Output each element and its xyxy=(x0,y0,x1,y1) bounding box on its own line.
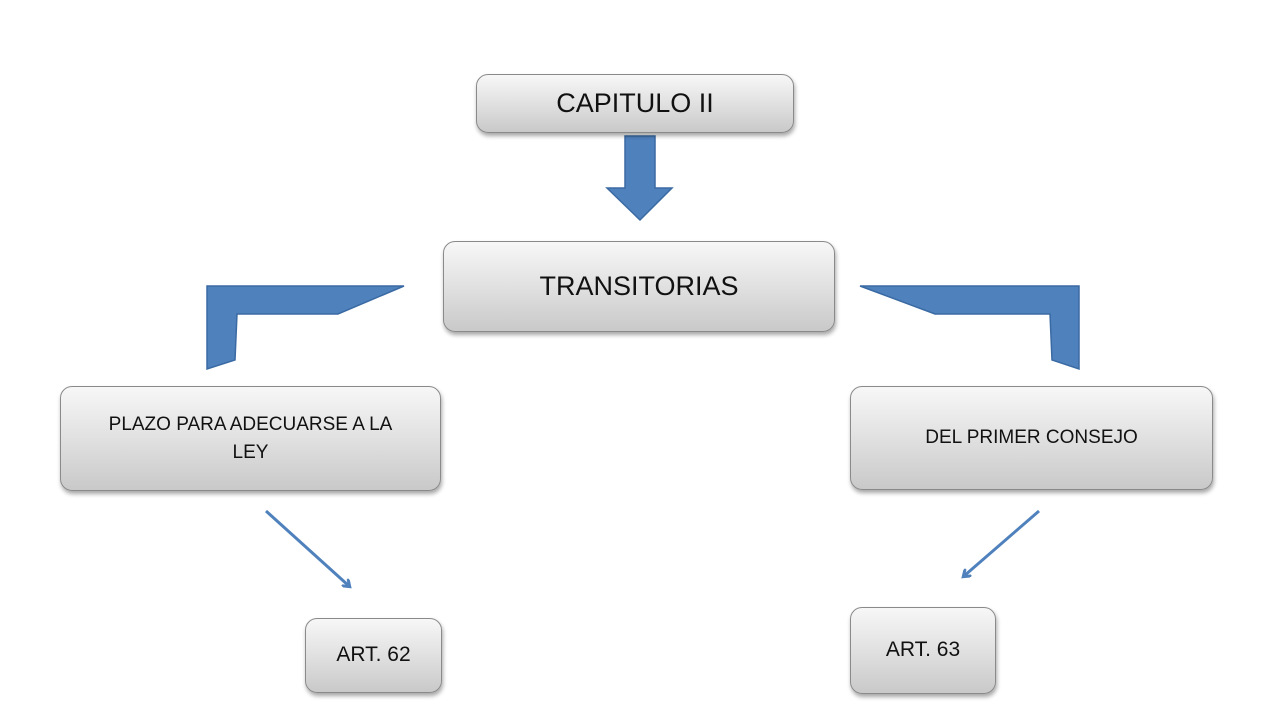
art63-label: ART. 63 xyxy=(885,638,961,662)
capitulo-label: CAPITULO II xyxy=(556,87,714,118)
plazo-label: PLAZO PARA ADECUARSE A LA LEY xyxy=(108,413,393,463)
right-bent-arrow xyxy=(859,285,1080,371)
down-block-arrow xyxy=(605,135,674,222)
art62-label: ART. 62 xyxy=(336,643,411,667)
left-bent-arrow xyxy=(206,285,405,371)
capitulo-node: CAPITULO II xyxy=(476,74,794,133)
transitorias-node: TRANSITORIAS xyxy=(443,241,835,332)
arrow-consejo-to-art63 xyxy=(964,509,1040,576)
consejo-label: DEL PRIMER CONSEJO xyxy=(925,427,1138,449)
art62-node: ART. 62 xyxy=(305,618,442,693)
consejo-node: DEL PRIMER CONSEJO xyxy=(850,386,1213,490)
arrow-plazo-to-art62 xyxy=(264,509,349,586)
plazo-node: PLAZO PARA ADECUARSE A LA LEY xyxy=(60,386,441,491)
transitorias-label: TRANSITORIAS xyxy=(539,270,739,301)
art63-node: ART. 63 xyxy=(850,607,996,694)
